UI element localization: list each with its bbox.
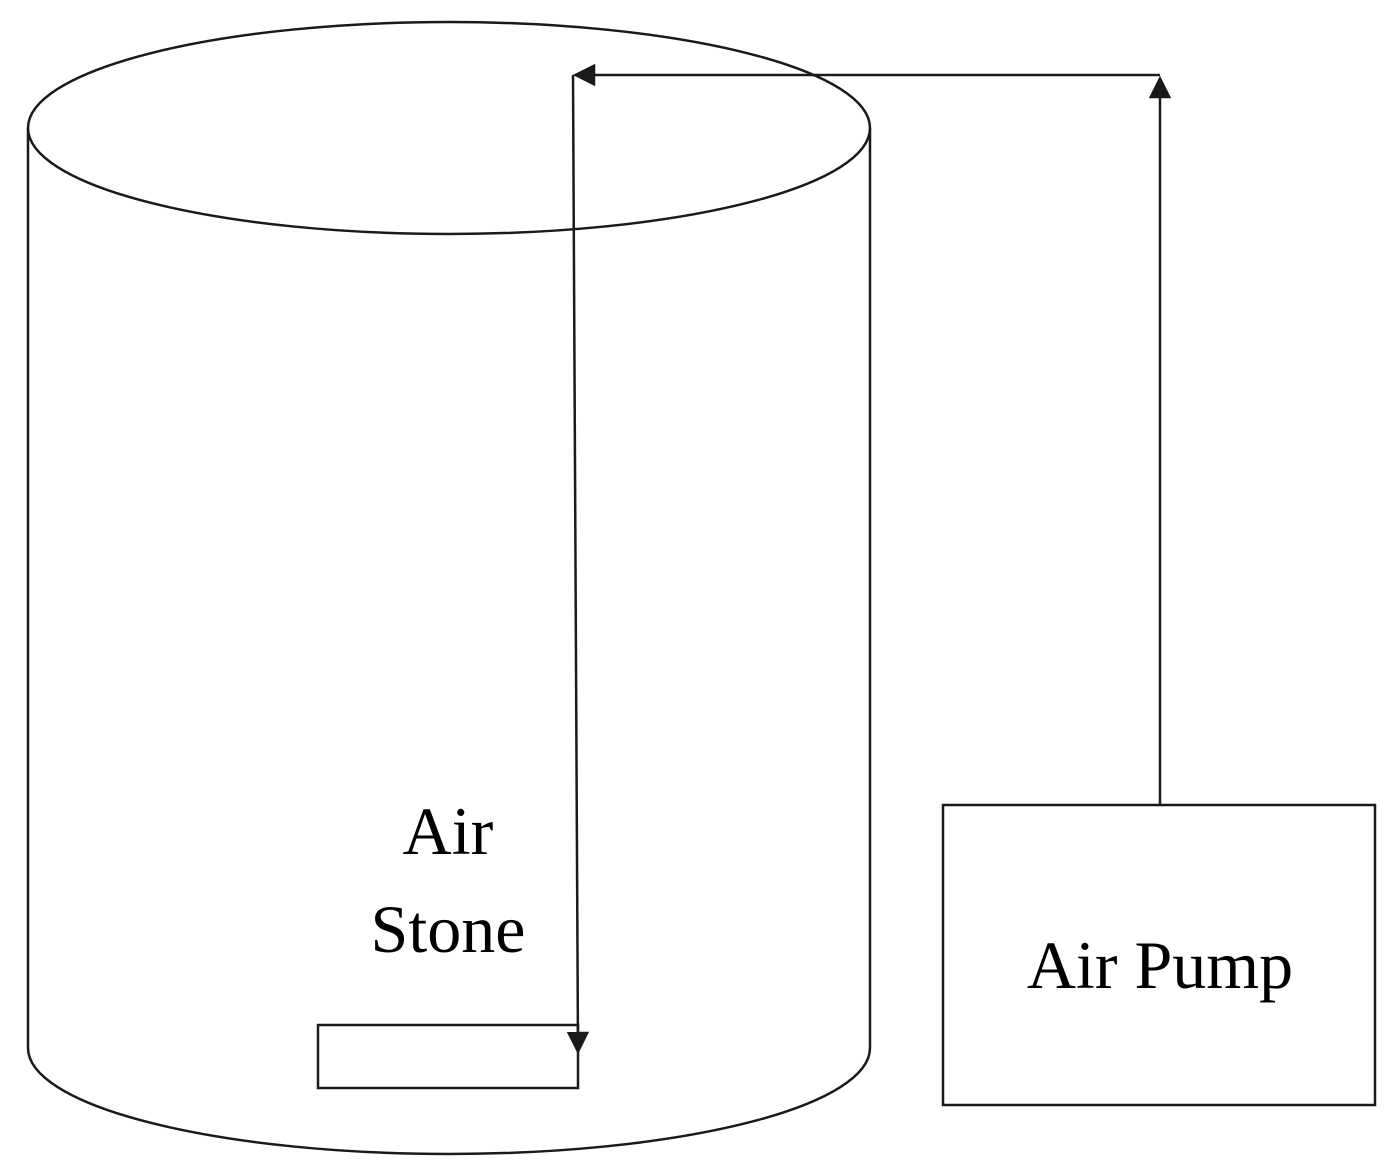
air-line <box>566 63 1172 1055</box>
air-line-down-segment <box>566 74 590 1055</box>
container-cylinder <box>26 20 872 1156</box>
cylinder-bottom-arc <box>26 1047 872 1156</box>
air-stone-label-line1: Air <box>403 793 494 869</box>
air-stone-block <box>316 1023 580 1090</box>
air-stone-label-line2: Stone <box>371 891 526 967</box>
air-pump-label: Air Pump <box>1027 927 1293 1003</box>
cylinder-top-ellipse <box>26 20 872 236</box>
